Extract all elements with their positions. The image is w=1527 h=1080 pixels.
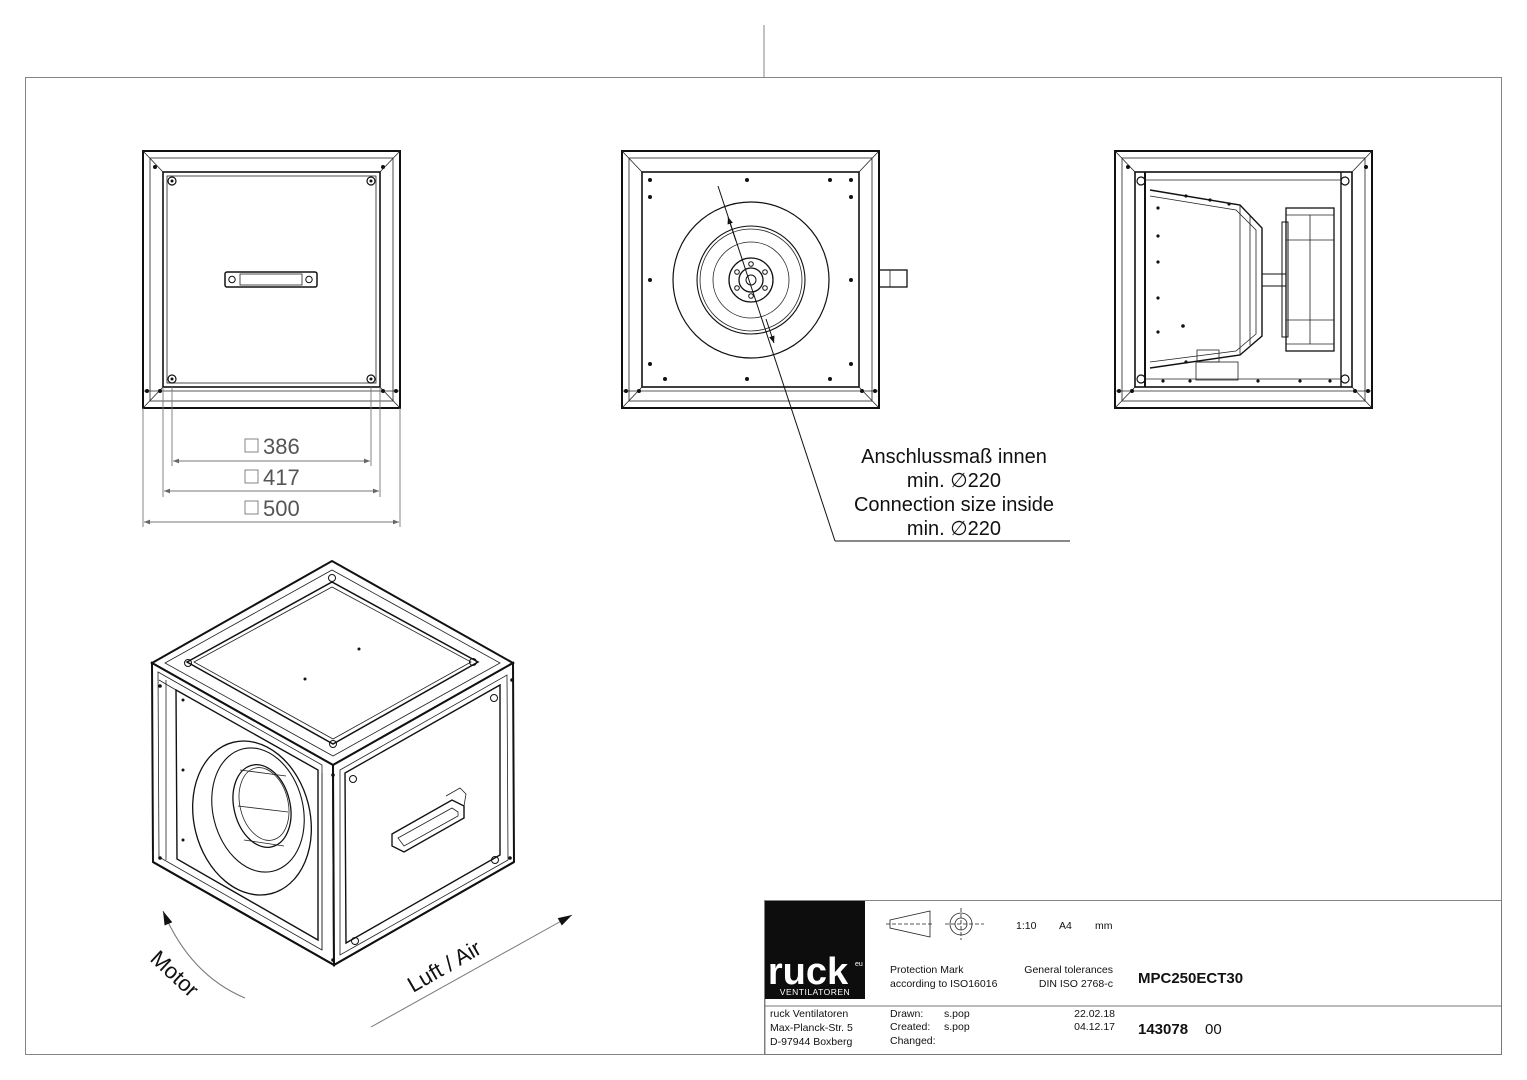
airflow-label: Luft / Air [403,935,485,997]
created-by: s.pop [944,1021,970,1033]
tolerance-value: DIN ISO 2768-c [1039,978,1113,990]
drawing-frame [25,25,1502,1055]
protection-mark-value: according to ISO16016 [890,978,998,990]
connection-leader-line [717,185,1070,542]
handle-icon [224,271,318,288]
drawn-by: s.pop [944,1008,970,1020]
motor-label: Motor [146,945,204,1002]
connection-note-de-size: min. ∅220 [907,470,1001,492]
dimension-lines [142,387,401,527]
company-logo: ruck eu VENTILATOREN [765,901,865,999]
drawn-label: Drawn: [890,1008,923,1020]
logo-subtitle: VENTILATOREN [780,987,850,997]
frame-rivets [145,165,398,393]
drawing-number: 143078 [1138,1021,1188,1038]
view-isometric [149,559,516,967]
motor-rotation-arrow [162,910,246,999]
iso-left-face [150,661,336,967]
scale-value: 1:10 [1016,920,1037,932]
changed-label: Changed: [890,1035,936,1047]
company-street: Max-Planck-Str. 5 [770,1022,853,1034]
inlet-rivets [624,178,877,393]
view-inlet [621,150,1070,542]
panel-screw-icon [167,176,376,384]
iso-bottom-edges [152,850,515,967]
connection-note-de: Anschlussmaß innen [861,446,1047,468]
projection-symbol-icon [886,908,984,940]
iso-right-face [331,661,516,967]
dimension-inner: 386 [263,434,300,459]
title-block: ruck eu VENTILATOREN 1:10 A4 mm Protecti… [764,900,1502,1055]
company-name: ruck Ventilatoren [770,1008,848,1020]
view-front-panel [142,150,401,409]
tolerance-label: General tolerances [1024,964,1113,976]
iso-handle-icon [391,787,467,853]
dimension-outer: 500 [263,496,300,521]
paper-format: A4 [1059,920,1072,932]
created-date: 04.12.17 [1074,1021,1115,1033]
airflow-arrow [370,914,573,1028]
dimension-middle: 417 [263,465,300,490]
company-city: D-97944 Boxberg [770,1036,852,1048]
connection-note-en-size: min. ∅220 [907,518,1001,540]
fan-housing-section [1149,189,1287,381]
logo-superscript: eu [855,961,863,968]
fan-inlet-icon [672,201,830,359]
unit-value: mm [1095,920,1113,932]
impeller-icon [1281,207,1335,352]
created-label: Created: [890,1021,930,1033]
protection-mark-label: Protection Mark [890,964,964,976]
drawn-date: 22.02.18 [1074,1008,1115,1020]
revision-number: 00 [1205,1021,1222,1038]
iso-fan-inlet-icon [191,740,313,896]
logo-wordmark: ruck [768,951,849,993]
section-rivets [1117,165,1370,393]
model-number: MPC250ECT30 [1138,970,1243,987]
view-section [1114,150,1373,409]
connection-note-en: Connection size inside [854,494,1054,516]
